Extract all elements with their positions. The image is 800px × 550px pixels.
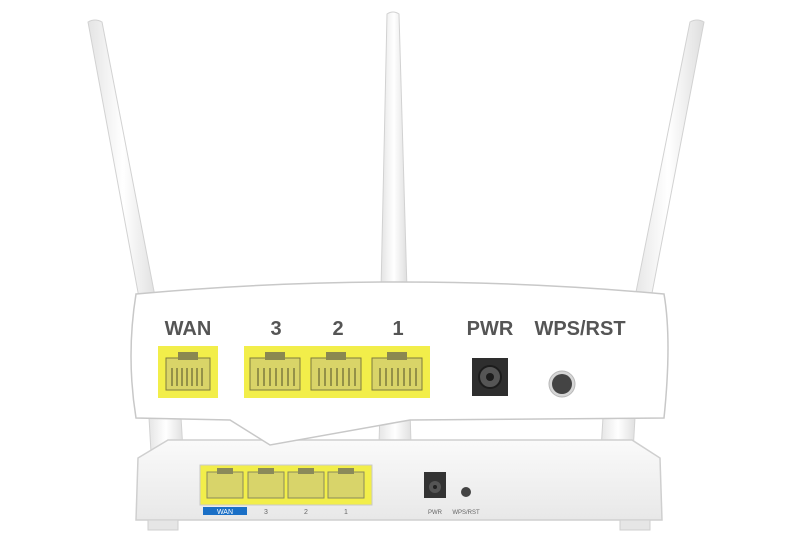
- router-wps-rst-button[interactable]: [461, 487, 471, 497]
- router-label-lan1: 1: [344, 509, 348, 516]
- router-label-wps-rst: WPS/RST: [452, 510, 480, 516]
- callout-label-wan: WAN: [165, 318, 212, 340]
- callout-wps-rst-button[interactable]: [548, 370, 576, 398]
- router-lan1-port[interactable]: [327, 468, 365, 499]
- callout-pwr-jack[interactable]: [472, 358, 508, 396]
- callout-label-lan3: 3: [270, 318, 281, 340]
- router-label-lan2: 2: [304, 509, 308, 516]
- router-wan-port[interactable]: [206, 468, 244, 499]
- callout-label-lan1: 1: [392, 318, 403, 340]
- callout-label-wps-rst: WPS/RST: [534, 318, 625, 340]
- callout-lan2-port[interactable]: [310, 352, 362, 391]
- router-pwr-jack[interactable]: [424, 472, 446, 498]
- callout-lan3-port[interactable]: [249, 352, 301, 391]
- callout-lan1-port[interactable]: [371, 352, 423, 391]
- router-port-block: WAN 3 2 1 PWR WPS/RST: [199, 464, 480, 516]
- callout-label-pwr: PWR: [467, 318, 514, 340]
- router-wan-badge: [203, 507, 247, 515]
- callout-wan-port[interactable]: [158, 346, 218, 398]
- router-lan3-port[interactable]: [247, 468, 285, 499]
- router-label-wan: WAN: [217, 509, 233, 516]
- callout-label-lan2: 2: [332, 318, 343, 340]
- router-lan2-port[interactable]: [287, 468, 325, 499]
- router-label-lan3: 3: [264, 509, 268, 516]
- router-label-pwr: PWR: [428, 510, 443, 516]
